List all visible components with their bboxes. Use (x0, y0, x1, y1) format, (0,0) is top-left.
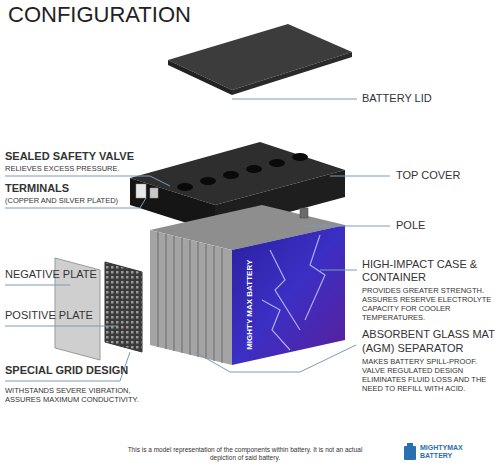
cell-hole (177, 183, 193, 191)
part-note: MAKES BATTERY SPILL-PROOF. VALVE REGULAT… (362, 357, 496, 393)
part-note: PROVIDES GREATER STRENGTH. ASSURES RESER… (362, 286, 496, 322)
cell-hole (200, 177, 216, 185)
plate-lines (158, 232, 222, 363)
part-label: ABSORBENT GLASS MAT (AGM) SEPARATOR (362, 328, 496, 354)
part-label: POSITIVE PLATE (5, 309, 93, 322)
logo-icon (404, 446, 416, 460)
lid-edge (232, 52, 352, 95)
cell-hole (292, 153, 308, 161)
part-note: (COPPER AND SILVER PLATED) (5, 196, 118, 205)
positive-plate (105, 262, 142, 352)
part-label: NEGATIVE PLATE (5, 268, 97, 281)
battery-lid (168, 24, 352, 90)
pole (300, 208, 308, 218)
part-label: TOP COVER (396, 169, 460, 182)
part-label: BATTERY LID (362, 92, 432, 105)
cell-hole (246, 165, 262, 173)
plate-stack (150, 230, 232, 365)
cell-hole (223, 171, 239, 179)
terminal (150, 188, 158, 198)
lightning (262, 235, 325, 350)
part-label: SEALED SAFETY VALVE (5, 150, 134, 163)
lid-edge (168, 60, 232, 95)
part-label: HIGH-IMPACT CASE & CONTAINER (362, 258, 496, 284)
part-label: POLE (396, 219, 425, 232)
part-note: WITHSTANDS SEVERE VIBRATION, ASSURES MAX… (5, 386, 155, 404)
part-label: SPECIAL GRID DESIGN (5, 364, 128, 377)
cell-hole (269, 159, 285, 167)
logo-icon (407, 443, 413, 446)
leader-lines (5, 99, 390, 381)
part-label: TERMINALS (5, 182, 69, 195)
caption: This is a model representation of the co… (120, 446, 370, 462)
terminal (136, 184, 146, 198)
brand-mark: MIGHTY MAX BATTERY (245, 255, 255, 355)
part-note: RELIEVES EXCESS PRESSURE. (5, 164, 120, 173)
logo-text: MIGHTYMAX BATTERY (420, 444, 490, 461)
page-title: CONFIGURATION (8, 2, 191, 28)
battery-case (232, 225, 345, 365)
